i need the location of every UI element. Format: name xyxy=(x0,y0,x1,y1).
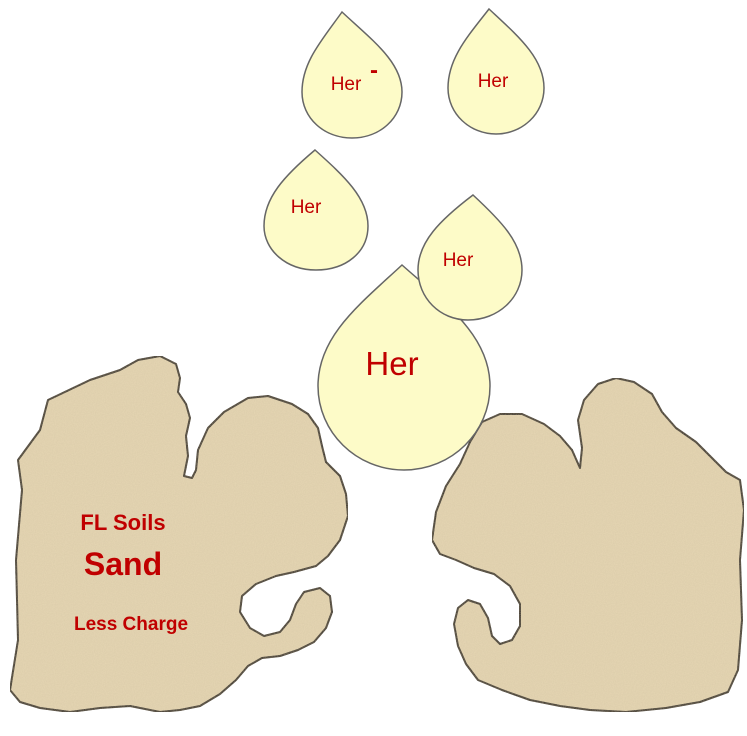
soil-note: Less Charge xyxy=(74,614,188,635)
droplet-label-1: Her xyxy=(331,74,362,95)
sand-particle-left xyxy=(10,356,348,712)
soil-type: Sand xyxy=(84,546,162,582)
droplet-label-3: Her xyxy=(291,197,322,218)
droplet-label-4: Her xyxy=(365,345,418,382)
droplet-label-5: Her xyxy=(443,250,474,271)
soil-title: FL Soils xyxy=(80,510,165,535)
droplet-charge-1: - xyxy=(370,57,378,84)
droplet-label-2: Her xyxy=(478,71,509,92)
